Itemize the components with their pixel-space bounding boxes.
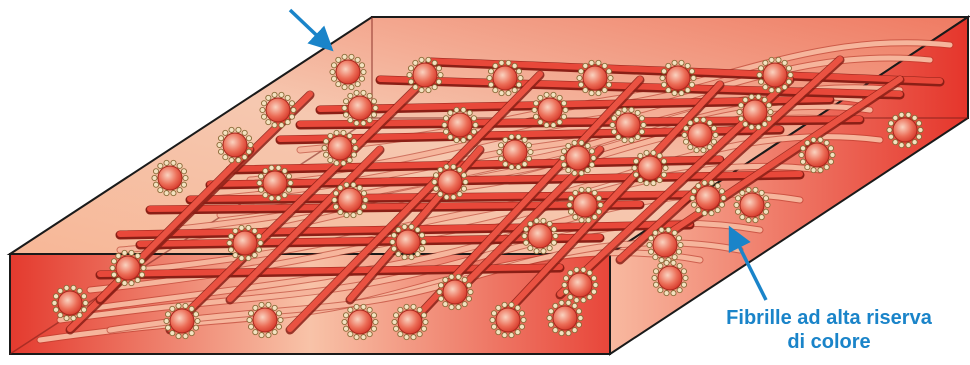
color-granule (52, 285, 88, 320)
color-granule (164, 303, 200, 338)
color-granule (682, 117, 718, 152)
color-granule (342, 90, 378, 125)
color-granule (322, 130, 358, 165)
arrow-down-right-icon (290, 10, 330, 48)
color-granule (432, 164, 468, 199)
color-granule (660, 60, 696, 95)
color-granule (342, 304, 378, 339)
color-granule (152, 160, 188, 195)
fibrille-label-line2: di colore (690, 330, 968, 354)
color-granule (257, 165, 293, 200)
color-granule (332, 182, 368, 217)
color-granule (567, 187, 603, 222)
color-granule (547, 300, 583, 335)
color-granule (217, 127, 253, 162)
color-granule (437, 274, 473, 309)
color-granule (330, 54, 366, 89)
color-granule (490, 302, 526, 337)
color-granule (737, 94, 773, 129)
color-granule (407, 57, 443, 92)
color-granule (577, 60, 613, 95)
color-granule (522, 218, 558, 253)
fibrille-label: Fibrille ad alta riserva di colore (690, 306, 968, 354)
fibrille-label-line1: Fibrille ad alta riserva (690, 306, 968, 330)
color-granule (110, 250, 146, 285)
color-granule (887, 112, 923, 147)
color-granule (690, 180, 726, 215)
color-granule (632, 150, 668, 185)
color-granule (799, 137, 835, 172)
color-granule (392, 304, 428, 339)
color-granule (734, 187, 770, 222)
color-granule (497, 134, 533, 169)
color-granule (652, 260, 688, 295)
color-granule (757, 57, 793, 92)
color-granule (560, 140, 596, 175)
color-granule (390, 224, 426, 259)
color-granule (487, 60, 523, 95)
color-granule (442, 107, 478, 142)
color-granule (562, 267, 598, 302)
color-granule (260, 92, 296, 127)
color-granule (247, 302, 283, 337)
color-granule (532, 92, 568, 127)
color-granule (647, 227, 683, 262)
color-granule (610, 107, 646, 142)
color-granule (227, 225, 263, 260)
